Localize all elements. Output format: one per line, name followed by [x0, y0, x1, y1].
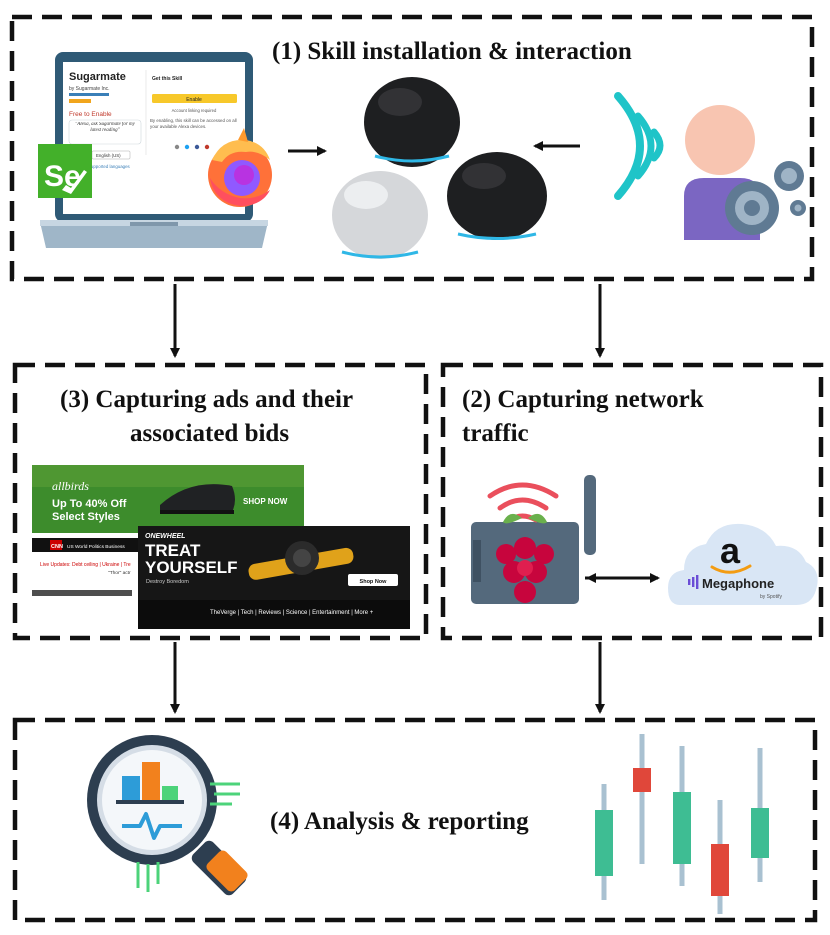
stage-2-title-line1: (2) Capturing network — [462, 386, 704, 414]
stage-2-title-line2: traffic — [462, 420, 529, 448]
megaphone-text: Megaphone — [702, 576, 774, 591]
cnn-nav: US World Politics Business — [67, 544, 125, 550]
candlestick-chart-icon — [595, 734, 769, 914]
screen-free-to-enable: Free to Enable — [69, 111, 112, 118]
cnn-brand: CNN — [51, 544, 63, 550]
echo-speaker-white-icon — [332, 171, 428, 259]
onewheel-brand: ONEWHEEL — [145, 533, 185, 540]
stage-3-title-line1: (3) Capturing ads and their — [60, 386, 353, 414]
cnn-live-updates: Live Updates: Debt ceiling | Ukraine | T… — [40, 562, 131, 568]
cnn-sub: "Thor" actr — [108, 570, 131, 576]
spotify-text: by Spotify — [760, 594, 782, 600]
wifi-signal-icon — [490, 485, 556, 520]
screen-app-name: Sugarmate — [69, 71, 126, 83]
screen-enable-label: Enable — [186, 97, 202, 103]
amazon-cloud-icon — [668, 524, 818, 605]
allbirds-cta: SHOP NOW — [243, 497, 288, 506]
gears-icon — [725, 161, 806, 235]
allbirds-offer-line1: Up To 40% Off — [52, 498, 127, 510]
screen-account-linking: Account linking required — [172, 108, 217, 113]
screen-publisher: by Sugarmate Inc. — [69, 86, 110, 92]
analysis-magnifier-icon — [87, 735, 250, 898]
stage-4-title: (4) Analysis & reporting — [270, 808, 529, 836]
allbirds-offer-line2: Select Styles — [52, 511, 120, 523]
screen-language: English (US) — [96, 153, 121, 158]
stage-3-title-line2: associated bids — [130, 420, 289, 448]
verge-nav: TheVerge | Tech | Reviews | Science | En… — [210, 610, 374, 616]
screen-get-skill: Get this Skill — [152, 76, 183, 82]
rating-stars-icon — [69, 99, 91, 103]
voice-waves-icon — [618, 96, 660, 196]
stage-1-title: (1) Skill installation & interaction — [272, 38, 632, 66]
onewheel-sub: Destroy Boredom — [146, 579, 189, 585]
screen-quote: "Alexa, ask Sugarmate for my latest read… — [71, 122, 139, 134]
onewheel-cta: Shop Now — [360, 579, 388, 585]
screen-supported-languages: Supported languages — [88, 164, 131, 169]
echo-speaker-black-bottom-icon — [447, 152, 547, 240]
onewheel-headline2: YOURSELF — [145, 558, 238, 577]
echo-speaker-black-top-icon — [364, 77, 460, 167]
screen-enable-note: By enabling, this skill can be accessed … — [150, 118, 242, 130]
selenium-logo-text: Se — [44, 160, 81, 193]
amazon-logo-letter: a — [720, 530, 741, 571]
allbirds-brand: allbirds — [52, 479, 89, 493]
